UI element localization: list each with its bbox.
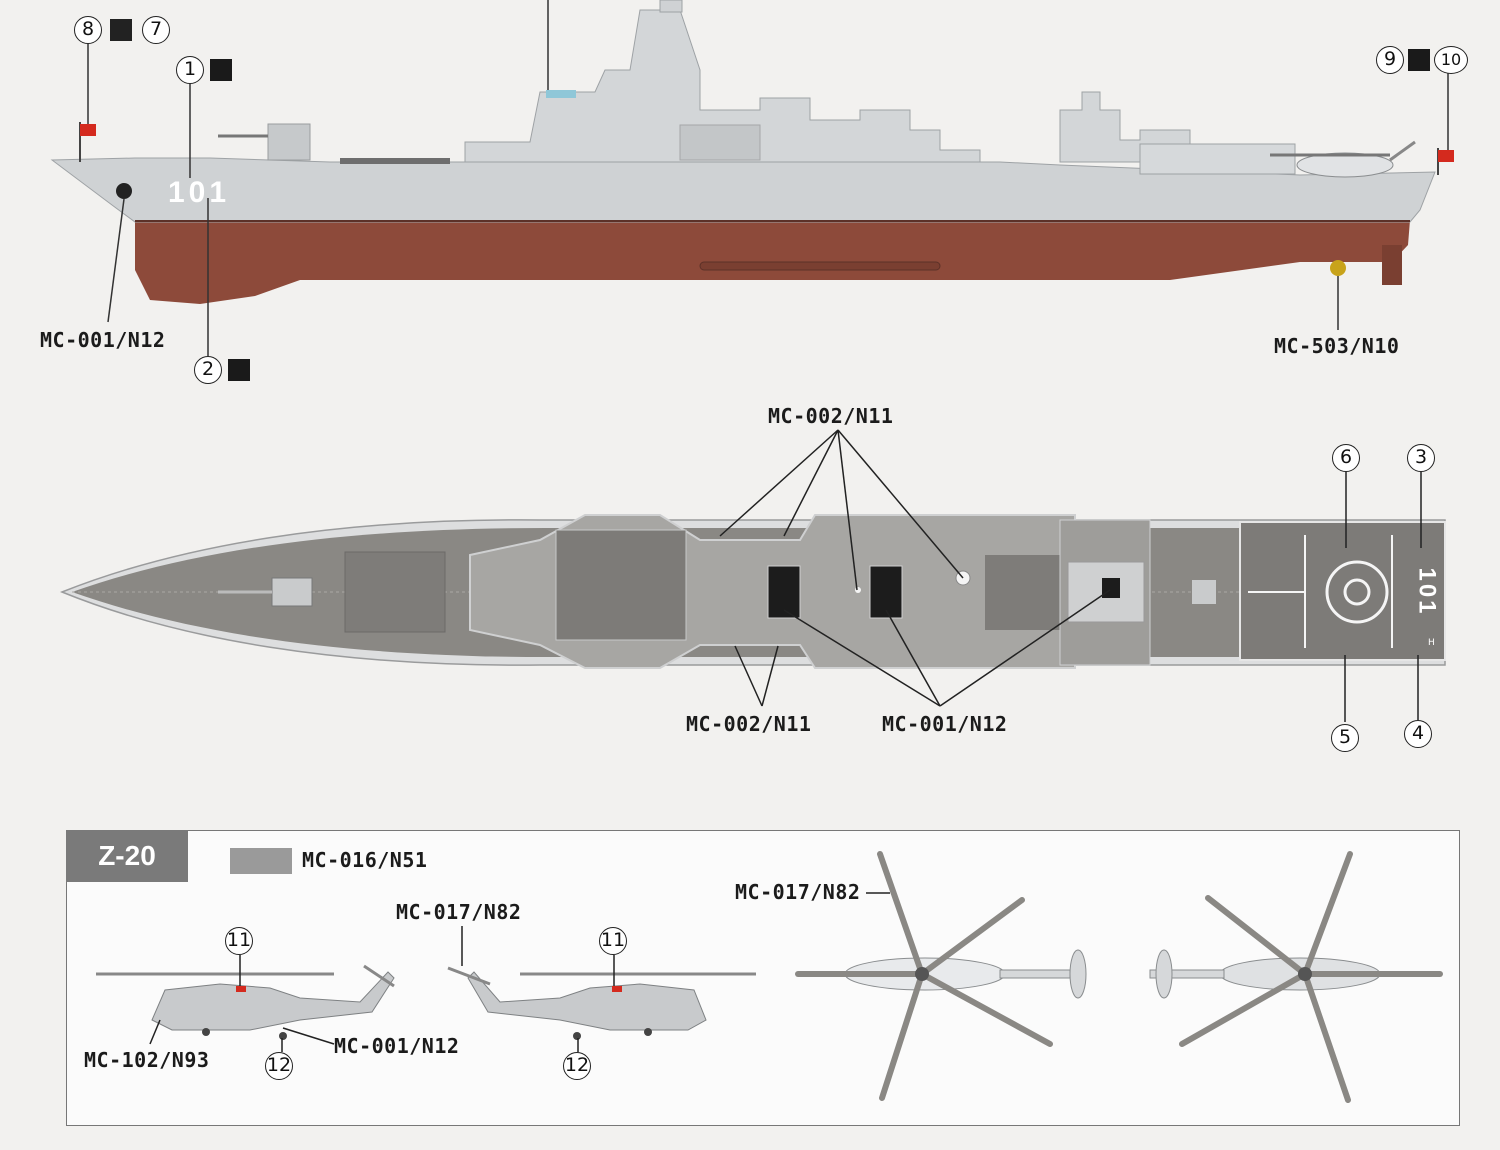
ship-top-view: [59, 429, 1446, 722]
callout-11-right: 11: [599, 927, 627, 955]
swap-icon: [110, 19, 132, 41]
top-upper-label: MC-002/N11: [768, 404, 894, 428]
z20-title: Z-20: [66, 830, 188, 882]
callout-12-left: 12: [265, 1052, 293, 1080]
tail-rotor-label: MC-017/N82: [396, 900, 522, 924]
callout-6: 6: [1332, 444, 1360, 472]
callout-7: 7: [142, 16, 170, 44]
propeller-paint-label: MC-503/N10: [1274, 334, 1400, 358]
callout-8: 8: [74, 16, 102, 44]
main-paint-swatch: [230, 848, 292, 874]
bowtie-icon: [210, 59, 232, 81]
rotor-top-label: MC-017/N82: [735, 880, 861, 904]
callout-12-right: 12: [563, 1052, 591, 1080]
callout-3: 3: [1407, 444, 1435, 472]
deck-mark: H: [1428, 638, 1435, 648]
main-paint-label: MC-016/N51: [302, 848, 428, 872]
top-bottom-right-label: MC-001/N12: [882, 712, 1008, 736]
body-detail-label: MC-001/N12: [334, 1034, 460, 1058]
callout-2: 2: [194, 356, 222, 384]
callout-1: 1: [176, 56, 204, 84]
bowtie-icon: [228, 359, 250, 381]
side-hull-number: 101: [168, 176, 231, 209]
callout-5: 5: [1331, 724, 1359, 752]
bow-paint-label: MC-001/N12: [40, 328, 166, 352]
swap-icon: [1408, 49, 1430, 71]
callout-11-left: 11: [225, 927, 253, 955]
callout-9: 9: [1376, 46, 1404, 74]
callout-4: 4: [1404, 720, 1432, 748]
ship-side-view: [50, 0, 1454, 356]
callout-10: 10: [1434, 46, 1468, 74]
window-label: MC-102/N93: [84, 1048, 210, 1072]
top-bottom-left-label: MC-002/N11: [686, 712, 812, 736]
